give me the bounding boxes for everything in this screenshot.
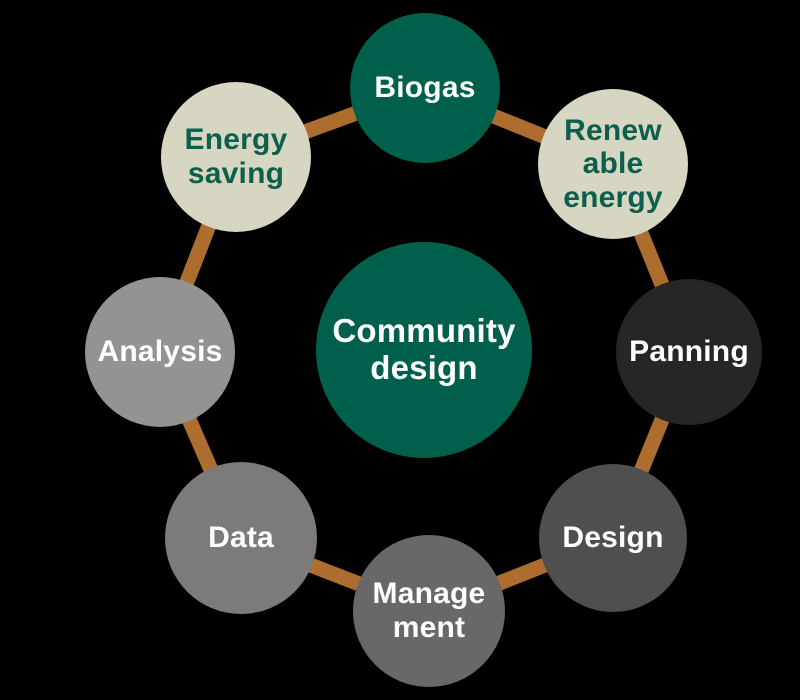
node-label-line: Analysis	[97, 335, 223, 369]
node-label-design: Design	[562, 521, 663, 555]
node-label-line: ment	[392, 611, 466, 644]
node-label-line: Renew	[564, 113, 662, 147]
node-design: Design	[539, 464, 687, 612]
node-label-data: Data	[208, 521, 274, 555]
node-label-line: Manage	[372, 577, 486, 611]
node-label-line: able	[582, 147, 644, 181]
node-label-line: Data	[208, 521, 274, 555]
node-label-line: Panning	[629, 335, 749, 369]
node-label-line: design	[370, 349, 478, 386]
node-label-line: Biogas	[374, 71, 476, 105]
node-label-analysis: Analysis	[98, 335, 223, 369]
node-label-biogas: Biogas	[374, 71, 475, 105]
node-label-line: Energy	[184, 123, 288, 157]
node-label-line: Design	[562, 521, 664, 555]
node-label-line: energy	[563, 180, 663, 214]
node-panning: Panning	[616, 279, 762, 425]
node-data: Data	[165, 462, 317, 614]
node-label-line: saving	[187, 157, 285, 190]
node-analysis: Analysis	[85, 277, 235, 427]
node-label-panning: Panning	[629, 335, 749, 369]
node-label-line: Community	[332, 312, 516, 350]
node-biogas: Biogas	[350, 13, 500, 163]
